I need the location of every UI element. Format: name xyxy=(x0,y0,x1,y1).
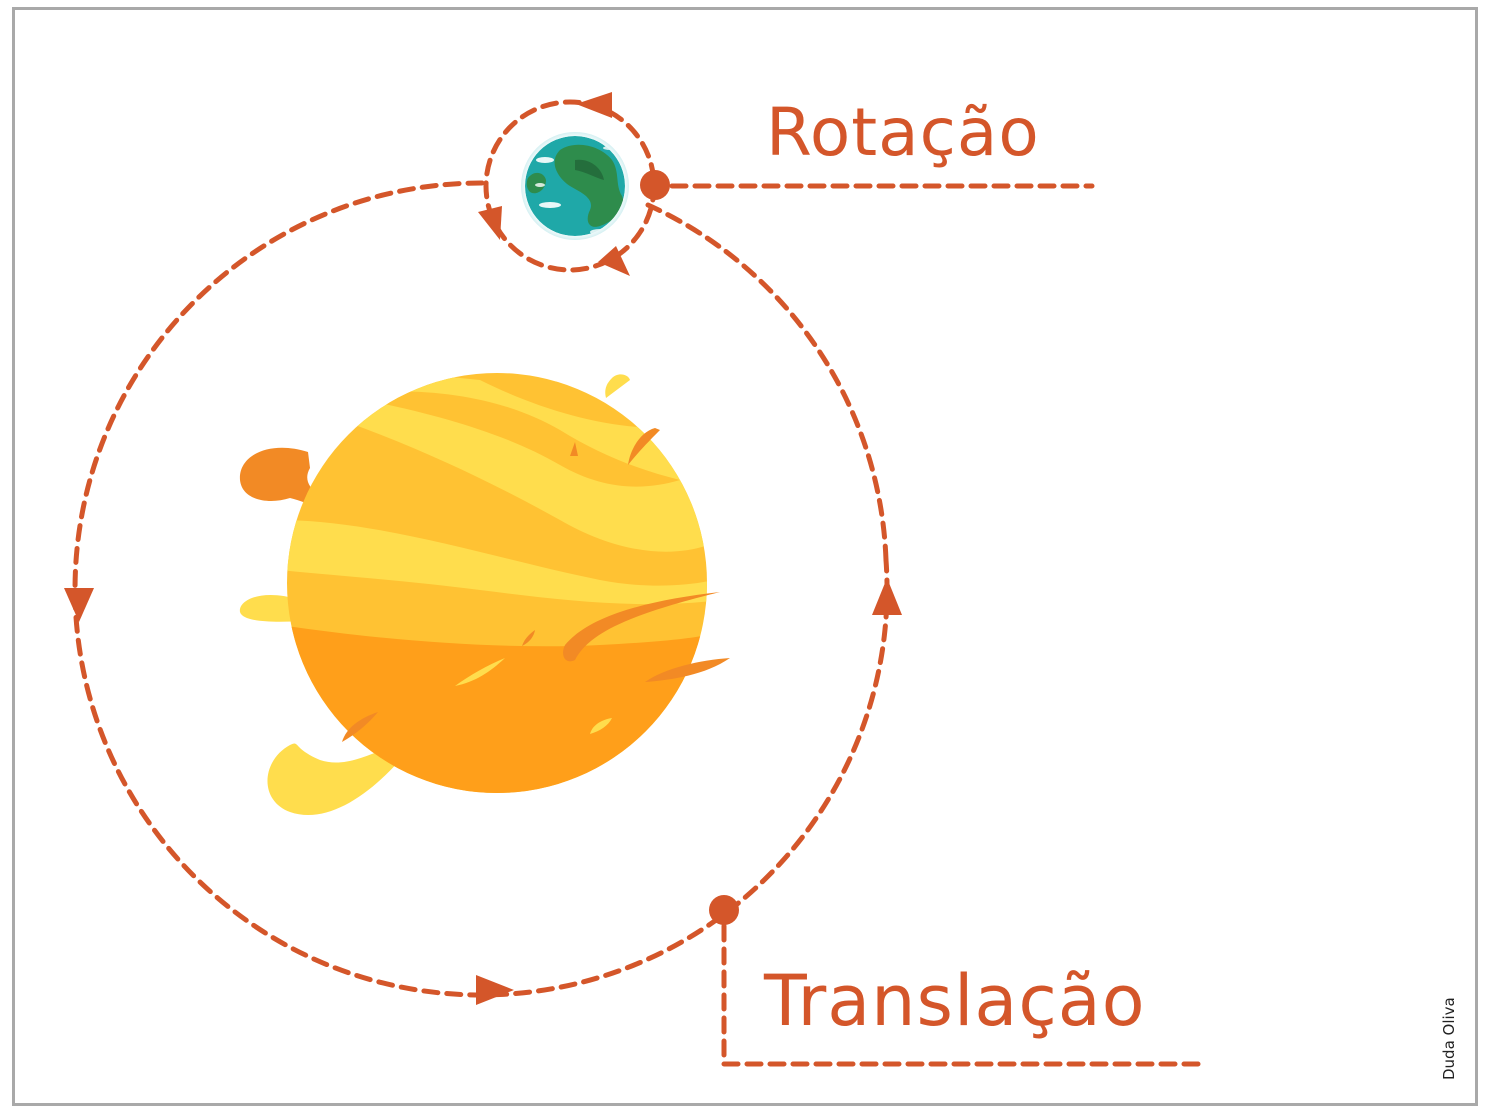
sun-flare xyxy=(522,630,535,646)
rotation-arrow-bottom xyxy=(598,246,630,276)
orbit-path xyxy=(72,180,890,998)
sun-flare xyxy=(563,592,720,662)
earth-icon xyxy=(521,132,629,240)
translation-label: Translação xyxy=(764,960,1146,1042)
rotation-leader xyxy=(640,170,1095,200)
sun-icon xyxy=(239,373,730,816)
sun-flare xyxy=(605,374,630,398)
translation-marker-dot xyxy=(709,895,739,925)
figure-frame xyxy=(12,7,1478,1106)
sun-flare xyxy=(645,658,730,682)
sun-flare xyxy=(590,718,612,734)
orbit-arrow-bottom xyxy=(476,975,514,1005)
orbit-arrow-left xyxy=(64,588,94,622)
rotation-arrow-left xyxy=(478,206,502,240)
translation-orbit xyxy=(64,180,902,1005)
sun-flare xyxy=(455,658,505,686)
sun-flare xyxy=(342,712,378,742)
translation-leader-line xyxy=(721,923,1203,1067)
image-credit: Duda Oliva xyxy=(1440,997,1458,1080)
orbit-arrow-right xyxy=(872,578,902,615)
rotation-orbit xyxy=(478,92,657,276)
sun-flare xyxy=(570,442,578,456)
rotation-marker-dot xyxy=(640,170,670,200)
translation-leader xyxy=(709,895,1203,1067)
sun-flare xyxy=(628,428,660,465)
rotation-label: Rotação xyxy=(766,94,1040,171)
rotation-arrow-top xyxy=(576,92,612,118)
